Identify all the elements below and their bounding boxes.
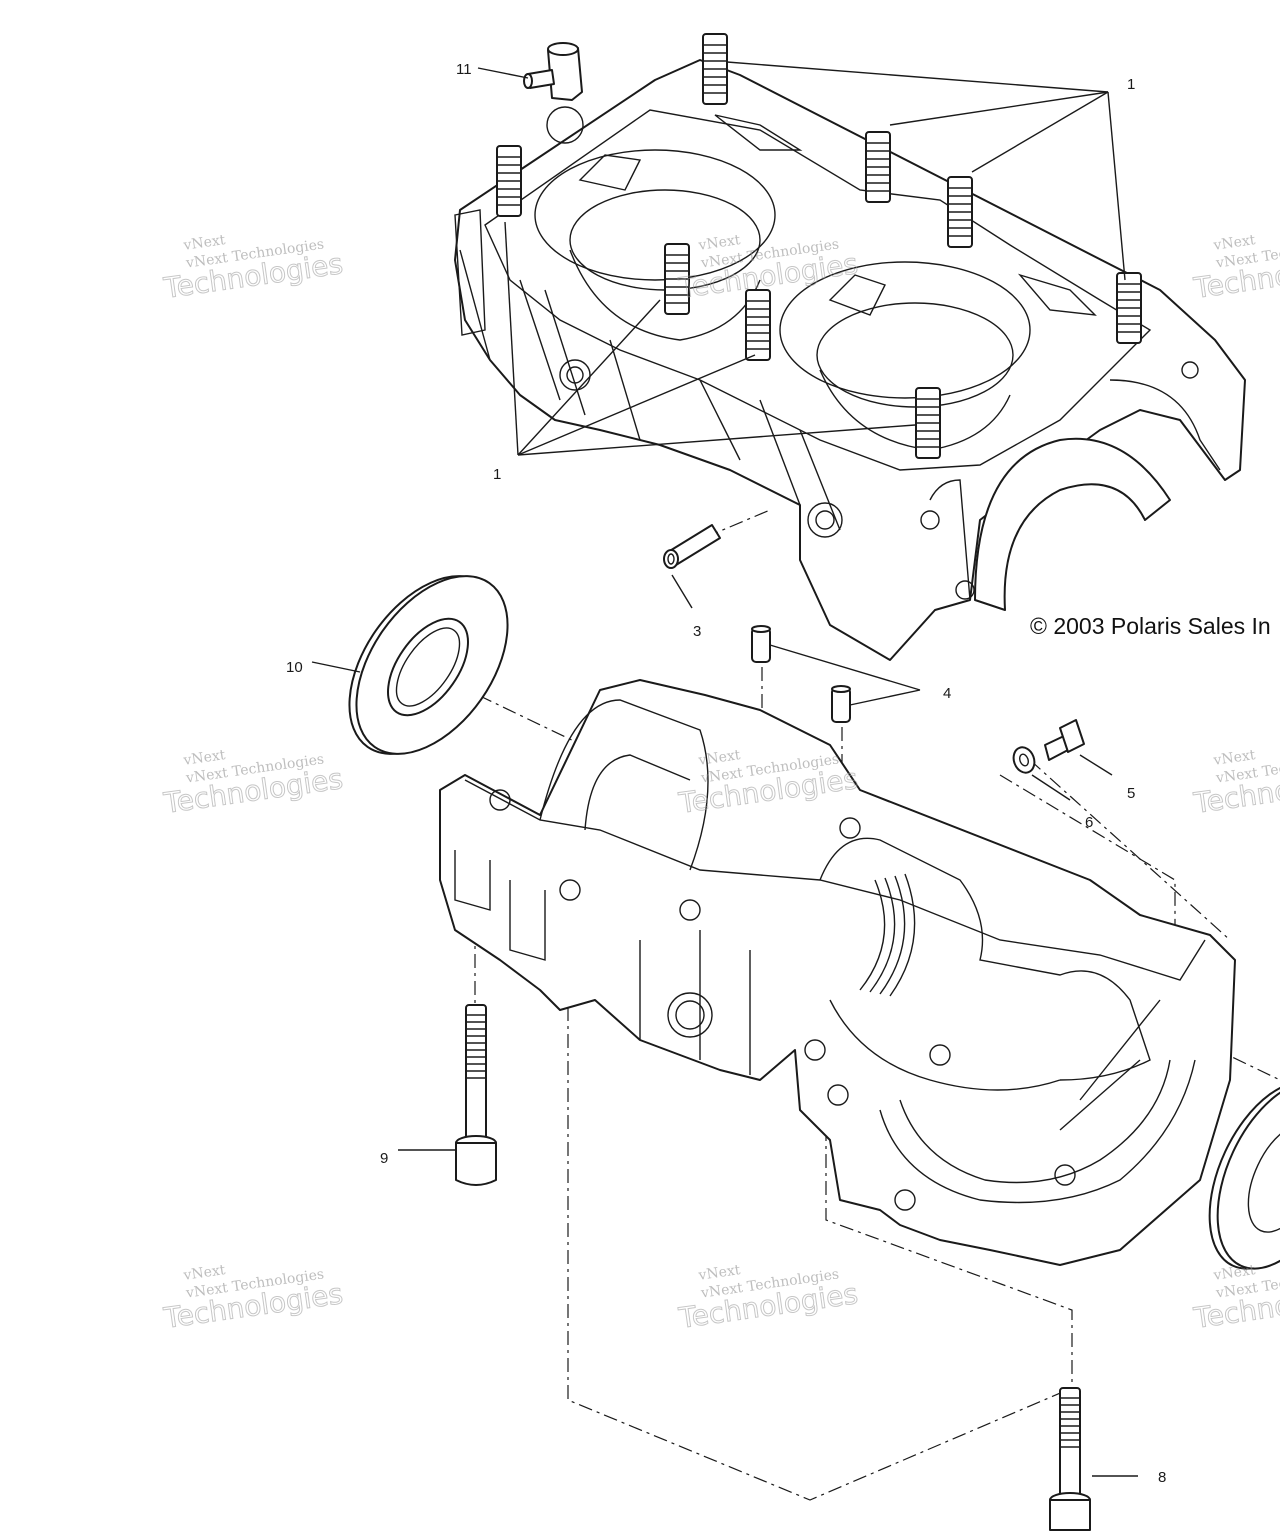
oil-seal-right xyxy=(1208,1080,1280,1270)
watermark-8: vNext vNext Technologies Technologies xyxy=(676,1262,861,1335)
stud-4 xyxy=(1116,272,1142,344)
svg-text:vNext: vNext xyxy=(1212,747,1257,769)
stud-7 xyxy=(745,289,771,361)
svg-text:vNext: vNext xyxy=(182,232,227,254)
callout-6: 6 xyxy=(1085,814,1093,831)
callout-5: 5 xyxy=(1127,785,1135,802)
dowel-pins xyxy=(751,625,851,723)
svg-text:vNext: vNext xyxy=(697,232,742,254)
svg-text:vNext: vNext xyxy=(1212,232,1257,254)
long-bolt xyxy=(455,1004,497,1186)
stud-6 xyxy=(664,243,690,315)
watermark-7: vNext vNext Technologies Technologies xyxy=(161,1262,346,1335)
bolt-and-washer xyxy=(1012,719,1085,774)
callout-4: 4 xyxy=(943,685,951,702)
elbow-fitting xyxy=(523,42,583,101)
svg-text:vNext: vNext xyxy=(697,747,742,769)
svg-text:vNext: vNext xyxy=(1212,1262,1257,1284)
stud-8 xyxy=(915,387,941,459)
svg-text:vNext: vNext xyxy=(697,1262,742,1284)
upper-crankcase xyxy=(454,59,1246,661)
callout-labels: 1 1 3 4 5 6 8 9 10 11 xyxy=(286,61,1166,1486)
callout-1-top: 1 xyxy=(1127,76,1135,93)
watermark-3: vNext vNext Technologies Technologies xyxy=(1191,232,1280,305)
callout-3: 3 xyxy=(693,623,701,640)
svg-text:vNext: vNext xyxy=(182,747,227,769)
svg-text:vNext: vNext xyxy=(182,1262,227,1284)
callout-1-left: 1 xyxy=(493,466,501,483)
callout-11: 11 xyxy=(456,61,472,78)
stud-5 xyxy=(496,145,522,217)
callout-8: 8 xyxy=(1158,1469,1166,1486)
watermark-4: vNext vNext Technologies Technologies xyxy=(161,747,346,820)
lower-crankcase xyxy=(439,679,1236,1266)
watermark-1: vNext vNext Technologies Technologies xyxy=(161,232,346,305)
crankcase-sleeve xyxy=(663,524,721,569)
callout-10: 10 xyxy=(286,659,303,676)
lower-bolt xyxy=(1049,1387,1091,1531)
stud-3 xyxy=(947,176,973,248)
cylinder-studs xyxy=(496,33,1142,459)
oil-seal-left xyxy=(348,575,509,755)
copyright-notice: © 2003 Polaris Sales In xyxy=(1030,613,1271,639)
callout-9: 9 xyxy=(380,1150,388,1167)
stud-1 xyxy=(702,33,728,105)
stud-2 xyxy=(865,131,891,203)
watermark-6: vNext vNext Technologies Technologies xyxy=(1191,747,1280,820)
leader-lines xyxy=(311,61,1138,1477)
